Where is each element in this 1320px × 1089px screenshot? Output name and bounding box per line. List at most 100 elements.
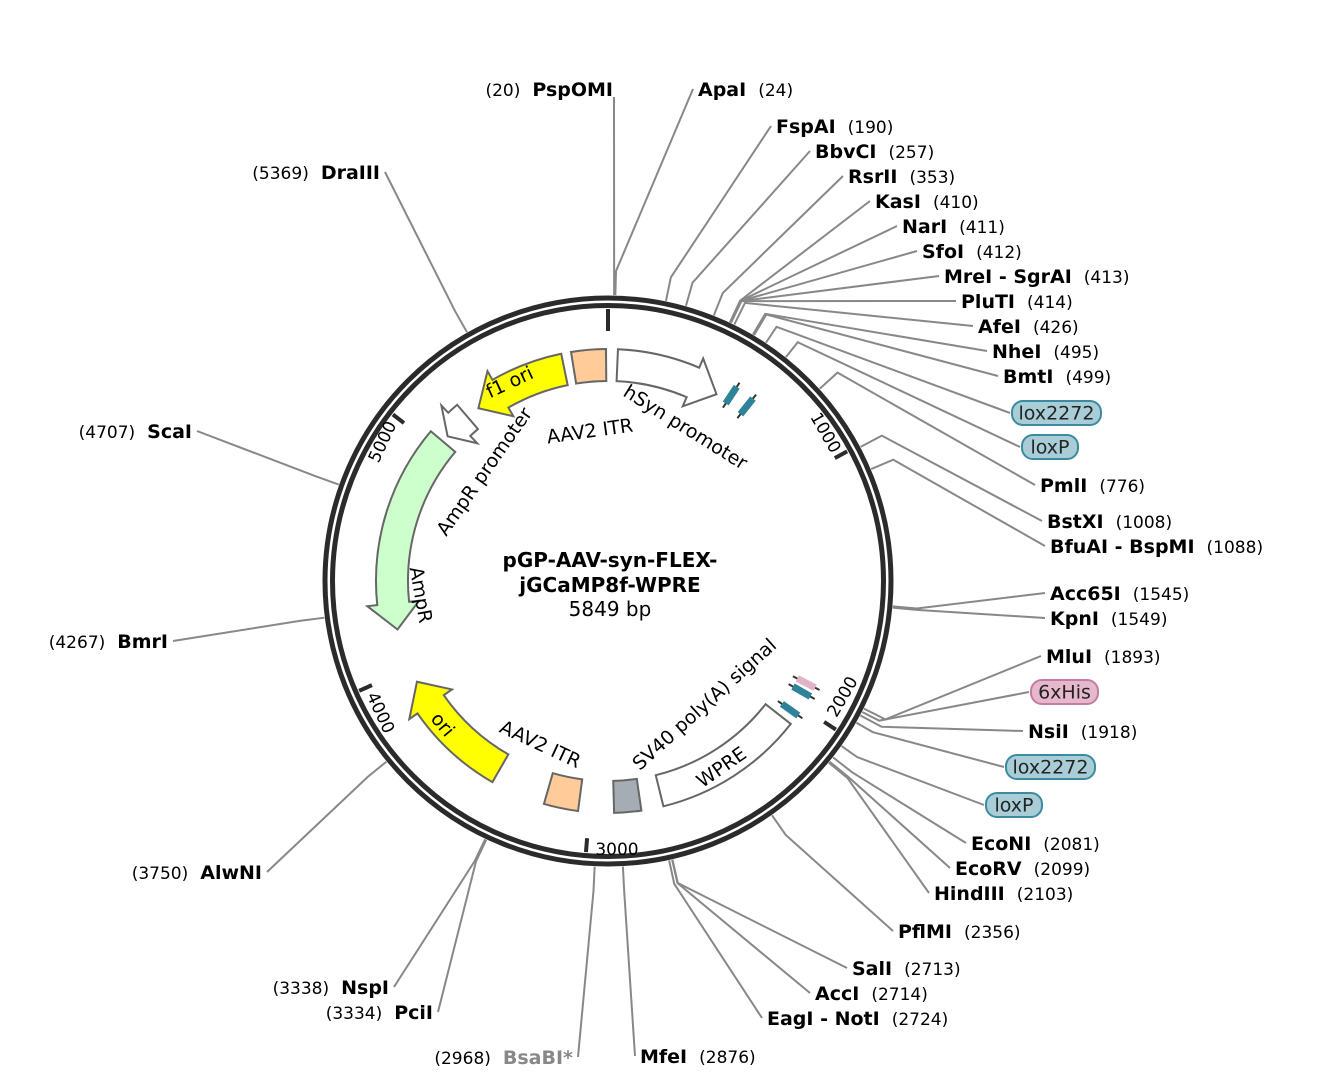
enzyme-label: MluI (1893) <box>1046 646 1161 668</box>
enzyme-position: (1008) <box>1116 513 1173 533</box>
enzyme-leader-line <box>730 300 957 324</box>
enzyme-leader-line <box>437 839 488 1013</box>
enzyme-label: MreI - SgrAI (413) <box>944 266 1130 288</box>
enzyme-label: NsiI(1918) <box>1028 721 1137 743</box>
enzyme-position: (2099) <box>1034 860 1091 880</box>
feature-badge <box>1030 679 1099 705</box>
enzyme-position: (353) <box>909 168 955 188</box>
enzyme-label: (2968)BsaBI* <box>434 1047 573 1069</box>
enzyme-label: EcoRV(2099) <box>955 858 1090 880</box>
enzyme-label: EcoNI(2081) <box>971 833 1100 855</box>
enzyme-leader-line <box>172 616 325 642</box>
feature-badge-label: loxP <box>994 795 1033 817</box>
feature-aav2-itr <box>569 348 608 385</box>
enzyme-leader-line <box>712 175 844 316</box>
enzyme-name: PspOMI <box>532 79 613 101</box>
enzyme-position: (495) <box>1053 343 1099 363</box>
site-marker <box>779 701 801 719</box>
tick-mark <box>583 837 590 853</box>
enzyme-name: BbvCI <box>815 141 876 163</box>
feature-leader-line <box>840 745 985 806</box>
enzyme-label: SfoI(412) <box>922 241 1022 263</box>
enzyme-label: BbvCI (257) <box>815 141 934 163</box>
enzyme-leader-line <box>733 301 974 327</box>
enzyme-name: ApaI <box>698 79 746 101</box>
enzyme-leader-line <box>266 760 387 873</box>
enzyme-name: MluI <box>1046 646 1092 668</box>
enzyme-name: KasI <box>875 191 921 213</box>
enzyme-position: (499) <box>1065 368 1111 388</box>
site-marker <box>722 384 740 406</box>
enzyme-leader-line <box>684 150 811 307</box>
enzyme-label: (5369)DraIII <box>252 162 380 184</box>
enzyme-label: (4267)BmrI <box>49 631 168 653</box>
enzyme-leader-line <box>621 866 636 1057</box>
tick-mark <box>391 412 406 425</box>
feature-sv40-poly-a-signal <box>612 777 643 814</box>
feature-badge <box>1011 400 1102 426</box>
enzyme-name: AfeI <box>978 316 1021 338</box>
enzyme-name: AlwNI <box>200 862 262 884</box>
feature-badge-label: lox2272 <box>1013 757 1089 779</box>
enzyme-position: (2876) <box>699 1048 756 1068</box>
enzyme-position: (24) <box>758 81 793 101</box>
feature-ampr <box>364 429 457 631</box>
enzyme-name: MfeI <box>640 1046 687 1068</box>
enzyme-position: (3750) <box>132 864 189 884</box>
enzyme-leader-line <box>870 458 1046 547</box>
enzyme-name: BmrI <box>117 631 168 653</box>
enzyme-leader-line <box>859 714 1024 732</box>
tick-mark <box>833 449 849 460</box>
backbone-outer-ring <box>322 295 894 867</box>
enzyme-leader-line <box>729 225 898 323</box>
enzyme-position: (1918) <box>1081 723 1138 743</box>
enzyme-name: PciI <box>394 1002 433 1024</box>
enzyme-position: (4707) <box>79 423 136 443</box>
enzyme-name: HindIII <box>934 883 1005 905</box>
enzyme-label: (4707) ScaI <box>79 421 192 443</box>
feature-badge <box>985 792 1043 818</box>
enzyme-name: MreI - SgrAI <box>944 266 1072 288</box>
enzyme-position: (426) <box>1033 318 1079 338</box>
enzyme-label: PluTI(414) <box>961 291 1073 313</box>
plasmid-length: 5849 bp <box>569 597 652 621</box>
enzyme-label: NarI(411) <box>902 216 1005 238</box>
feature-label: AmpR <box>405 565 437 625</box>
enzyme-position: (257) <box>888 143 934 163</box>
enzyme-label: (3750) AlwNI <box>132 862 262 884</box>
enzyme-position: (2724) <box>892 1010 949 1030</box>
enzyme-position: (3334) <box>326 1004 383 1024</box>
enzyme-name: NspI <box>341 977 389 999</box>
enzyme-label: BmtI(499) <box>1003 366 1111 388</box>
enzyme-leader-line <box>771 814 894 932</box>
enzyme-leader-line <box>384 171 468 333</box>
enzyme-label: NheI(495) <box>992 341 1099 363</box>
feature-leader-line <box>861 691 1030 722</box>
feature-aav2-itr <box>542 771 584 813</box>
enzyme-label: KasI (410) <box>875 191 979 213</box>
enzyme-leader-line <box>668 860 763 1019</box>
enzyme-position: (413) <box>1084 268 1130 288</box>
enzyme-label: PmlI(776) <box>1040 475 1145 497</box>
enzyme-position: (410) <box>933 193 979 213</box>
enzyme-label: EagI - NotI(2724) <box>767 1008 948 1030</box>
enzyme-position: (1545) <box>1133 585 1190 605</box>
feature-f1-ori <box>477 352 569 418</box>
enzyme-leader-line <box>196 430 340 486</box>
enzyme-name: PluTI <box>961 291 1015 313</box>
enzyme-position: (2968) <box>434 1049 491 1069</box>
site-marker <box>737 396 756 417</box>
feature-leader-line <box>855 721 1005 768</box>
feature-leader-line <box>765 325 1011 414</box>
enzyme-name: NarI <box>902 216 947 238</box>
tick-mark <box>358 683 373 693</box>
enzyme-leader-line <box>892 606 1046 619</box>
enzyme-name: ScaI <box>147 421 192 443</box>
enzyme-position: (1549) <box>1111 610 1168 630</box>
enzyme-position: (1893) <box>1104 648 1161 668</box>
plasmid-name-line1: pGP-AAV-syn-FLEX- <box>503 548 718 572</box>
enzyme-position: (2714) <box>871 985 928 1005</box>
